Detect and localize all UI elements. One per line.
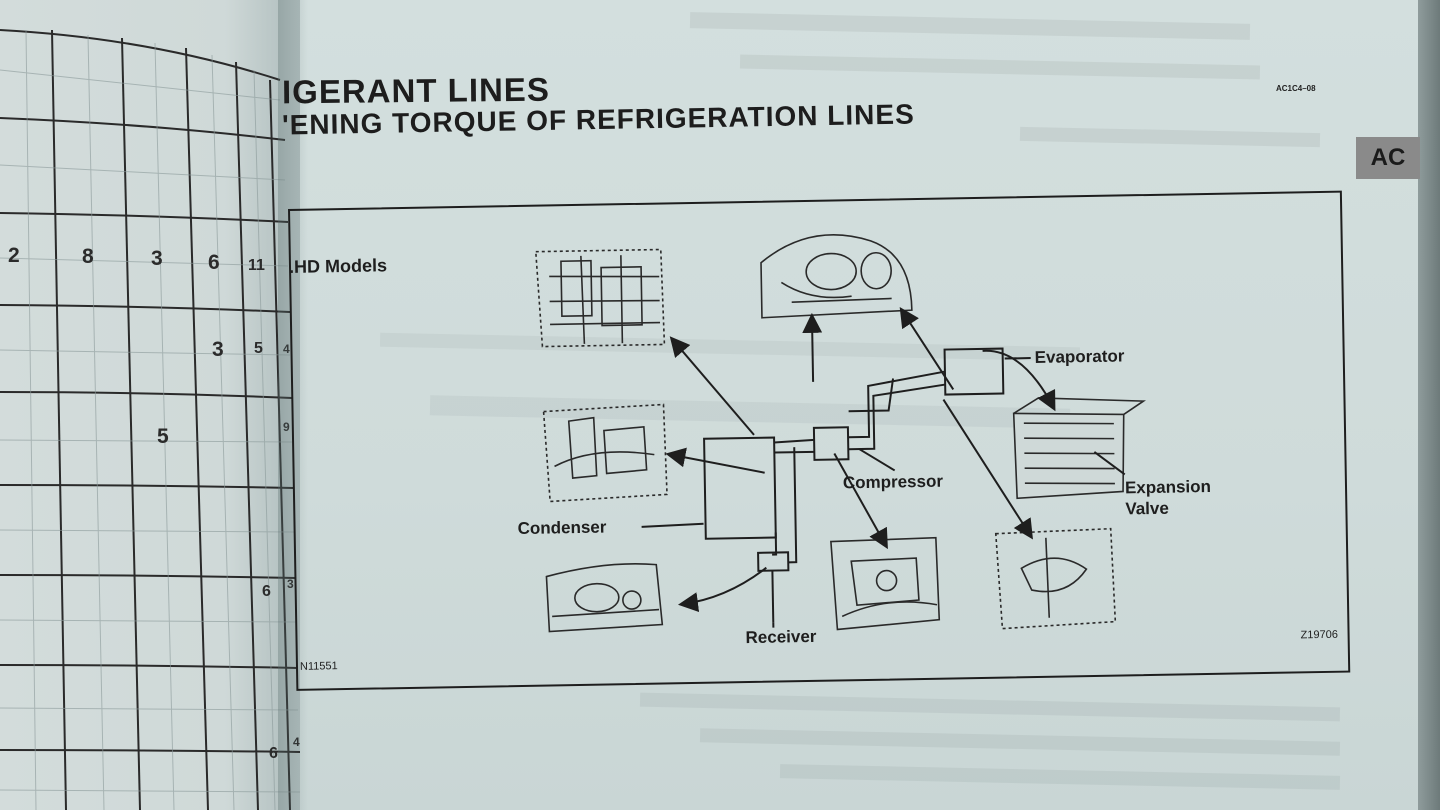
condenser-inset [536, 249, 665, 346]
label-condenser: Condenser [517, 517, 606, 539]
grid-value: 11 [248, 257, 265, 275]
grid-value: 6 [269, 745, 278, 763]
grid-value: 8 [82, 245, 94, 269]
diagram-frame: .HD Models Evaporator Compressor Expansi… [288, 191, 1350, 691]
left-page: 2 8 3 6 11 3 5 4 5 9 6 3 6 4 [0, 0, 300, 810]
label-expansion-valve-line2: Valve [1125, 499, 1169, 520]
label-compressor: Compressor [843, 472, 943, 494]
figure-id-left: N11551 [300, 660, 338, 673]
label-receiver: Receiver [745, 627, 816, 648]
grid-value: 2 [8, 244, 20, 268]
compressor-lower-inset [831, 538, 940, 630]
model-label: .HD Models [289, 255, 387, 278]
grid-value: 3 [151, 247, 163, 271]
page-edge [1418, 0, 1440, 810]
expansion-valve-inset [996, 529, 1116, 629]
refrigeration-diagram [290, 193, 1348, 689]
label-expansion-valve-line1: Expansion [1125, 477, 1211, 498]
receiver-inset [546, 563, 662, 631]
condenser-lower-inset [543, 404, 667, 501]
grid-value: 5 [254, 340, 263, 358]
grid-value: 6 [262, 583, 271, 601]
section-tab: AC [1356, 137, 1420, 179]
label-evaporator: Evaporator [1035, 346, 1125, 368]
page-code: AC1C4–08 [1276, 84, 1316, 93]
grid-value: 6 [208, 251, 220, 275]
grid-value: 5 [157, 425, 169, 449]
torque-grid [0, 0, 300, 810]
compressor-top-inset [761, 233, 912, 317]
grid-value: 3 [212, 338, 224, 362]
figure-id-right: Z19706 [1300, 629, 1338, 642]
